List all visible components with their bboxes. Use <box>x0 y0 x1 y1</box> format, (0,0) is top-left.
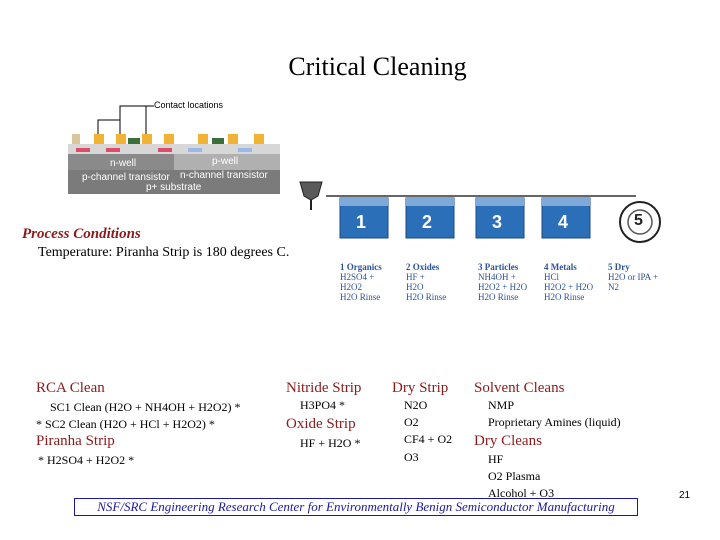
substrate-label: p+ substrate <box>146 182 202 193</box>
nitride-strip-item: H3PO4 * <box>300 398 346 412</box>
step-line: H2O <box>406 282 424 292</box>
dry-strip-item-o2: O2 <box>404 415 419 429</box>
step-heading: 3 Particles <box>478 262 519 272</box>
process-conditions-heading: Process Conditions <box>22 226 141 242</box>
step-heading: 4 Metals <box>544 262 577 272</box>
solvent-item-nmp: NMP <box>488 398 515 412</box>
tank-number-1: 1 <box>356 212 367 232</box>
sc1-clean-item: SC1 Clean (H2O + NH4OH + H2O2) * <box>50 400 241 414</box>
step-line: N2 <box>608 282 619 292</box>
step-column-dry: 5 Dry H2O or IPA + N2 <box>608 262 658 292</box>
step-heading: 5 Dry <box>608 262 630 272</box>
step-column-oxides: 2 Oxides HF + H2O H2O Rinse <box>406 262 446 302</box>
piranha-strip-heading: Piranha Strip <box>36 433 115 449</box>
dry-strip-heading: Dry Strip <box>392 380 449 396</box>
step-line: H2O Rinse <box>406 292 447 302</box>
step-column-organics: 1 Organics H2SO4 + H2O2 H2O Rinse <box>340 262 382 302</box>
tank-number-2: 2 <box>422 212 433 232</box>
step-line: H2SO4 + <box>340 272 375 282</box>
tank-row-art <box>299 181 661 243</box>
slide-title: Critical Cleaning <box>288 52 467 81</box>
step-line: H2O2 <box>340 282 362 292</box>
step-heading: 2 Oxides <box>406 262 440 272</box>
rca-clean-heading: RCA Clean <box>36 380 105 396</box>
tank-number-3: 3 <box>492 212 503 232</box>
step-line: H2O Rinse <box>478 292 519 302</box>
dry-cleans-item-alcohol: Alcohol + O3 <box>488 486 555 500</box>
step-heading: 1 Organics <box>340 262 382 272</box>
page-number: 21 <box>679 490 691 501</box>
dry-cleans-item-hf: HF <box>488 452 504 466</box>
p-channel-label: p-channel transistor <box>82 172 170 183</box>
sc2-clean-item: * SC2 Clean (H2O + HCl + H2O2) * <box>36 417 215 431</box>
step-line: H2O2 + H2O <box>478 282 528 292</box>
cross-section-art <box>68 105 280 194</box>
dry-cleans-item-o2-plasma: O2 Plasma <box>488 469 541 483</box>
n-well-label: n-well <box>110 158 137 169</box>
tank-number-5: 5 <box>634 212 643 229</box>
nitride-strip-heading: Nitride Strip <box>286 380 362 396</box>
p-well-label: p-well <box>212 156 239 167</box>
solvent-item-amines: Proprietary Amines (liquid) <box>488 415 621 429</box>
step-line: HF + <box>406 272 425 282</box>
step-line: HCl <box>544 272 560 282</box>
piranha-strip-item: * H2SO4 + H2O2 * <box>38 453 135 467</box>
step-line: H2O Rinse <box>544 292 585 302</box>
dry-strip-item-n2o: N2O <box>404 398 428 412</box>
step-line: H2O Rinse <box>340 292 381 302</box>
temperature-text: Temperature: Piranha Strip is 180 degree… <box>38 245 290 260</box>
step-line: H2O2 + H2O <box>544 282 594 292</box>
contact-locations-label: Contact locations <box>154 100 224 110</box>
transistor-cross-section: Contact locations n-well p-well n-channe… <box>68 98 280 194</box>
n-channel-label: n-channel transistor <box>180 170 268 181</box>
step-line: NH4OH + <box>478 272 516 282</box>
cleaning-process-diagram: 1 2 3 4 5 1 Organics H2SO4 + H2O2 H2O Ri… <box>296 174 666 314</box>
step-column-metals: 4 Metals HCl H2O2 + H2O H2O Rinse <box>544 262 593 302</box>
step-column-particles: 3 Particles NH4OH + H2O2 + H2O H2O Rinse <box>478 262 527 302</box>
dry-strip-item-cf4: CF4 + O2 <box>404 432 453 446</box>
tank-number-4: 4 <box>558 212 569 232</box>
oxide-strip-item: HF + H2O * <box>300 436 361 450</box>
solvent-cleans-heading: Solvent Cleans <box>474 380 565 396</box>
dry-strip-item-o3: O3 <box>404 450 419 464</box>
step-line: H2O or IPA + <box>608 272 659 282</box>
oxide-strip-heading: Oxide Strip <box>286 416 356 432</box>
dry-cleans-heading: Dry Cleans <box>474 433 542 449</box>
footer-banner: NSF/SRC Engineering Research Center for … <box>74 498 638 516</box>
